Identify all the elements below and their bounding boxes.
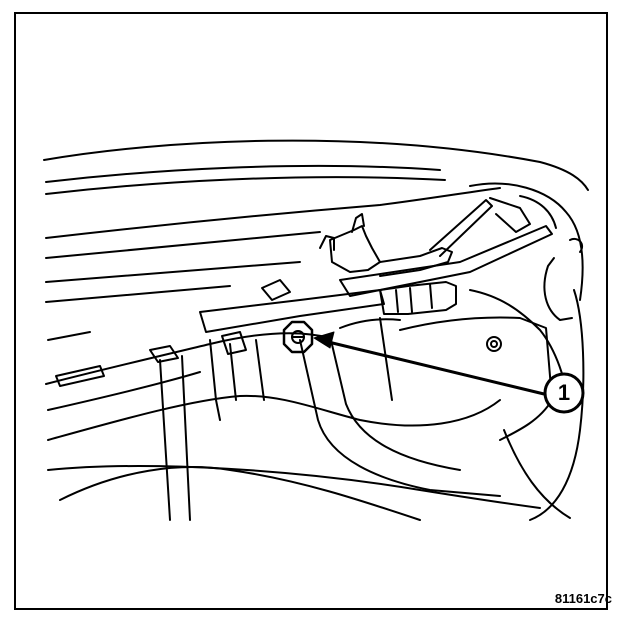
callout-leader [313,331,546,396]
mounting-nut [282,320,314,354]
figure-frame [14,12,608,610]
figure-id-label: 81161c7c [554,591,612,606]
hood-panel-lines [43,139,589,303]
wiper-linkage [199,197,553,333]
mounting-bracket [149,238,584,363]
callout-number: 1 [557,380,571,405]
callout-circle [543,372,585,414]
